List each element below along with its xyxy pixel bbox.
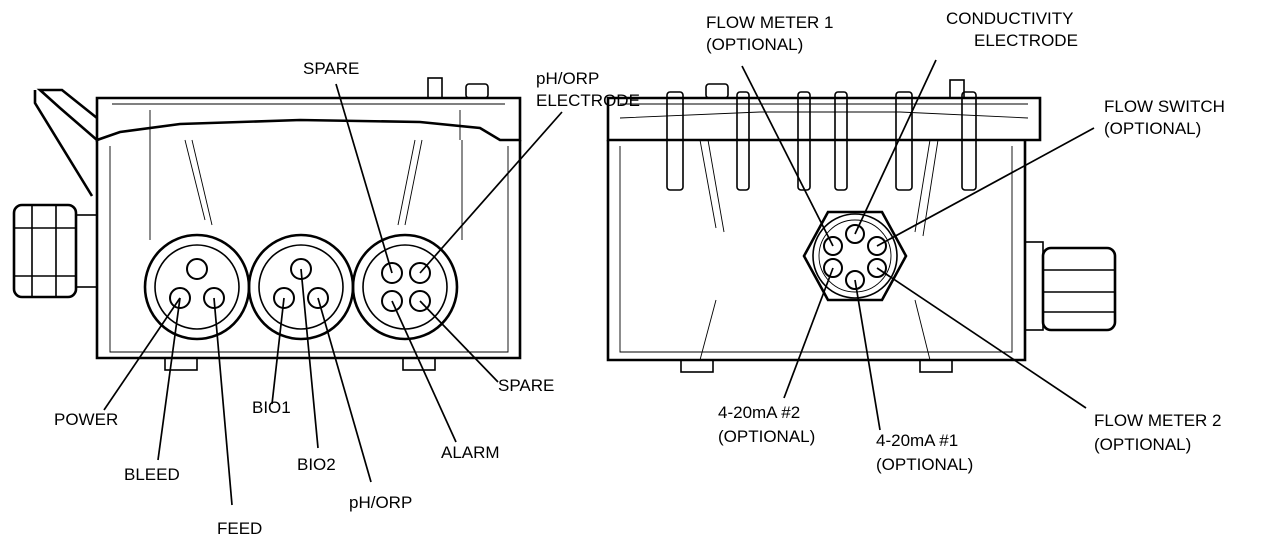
label-ma2-a: 4-20mA #2 [718,403,800,422]
left-leader-lines [103,83,563,506]
label-ph-orp-electrode-1: pH/ORP [536,69,599,88]
label-alarm: ALARM [441,443,500,462]
label-power: POWER [54,410,118,429]
label-flow-meter-1-a: FLOW METER 1 [706,13,834,32]
label-conductivity-b: ELECTRODE [974,31,1078,50]
label-ma1-b: (OPTIONAL) [876,455,973,474]
label-flow-switch-b: (OPTIONAL) [1104,119,1201,138]
right-leader-lines [741,59,1095,431]
label-spare-top: SPARE [303,59,359,78]
label-flow-meter-2-b: (OPTIONAL) [1094,435,1191,454]
label-ph-orp: pH/ORP [349,493,412,512]
power-port-top [186,258,208,280]
label-flow-meter-1-b: (OPTIONAL) [706,35,803,54]
label-ph-orp-electrode-2: ELECTRODE [536,91,640,110]
right-labels: FLOW METER 1 (OPTIONAL) CONDUCTIVITY ELE… [706,9,1225,474]
label-conductivity-a: CONDUCTIVITY [946,9,1074,28]
label-bio2: BIO2 [297,455,336,474]
label-feed: FEED [217,519,262,538]
label-ma1-a: 4-20mA #1 [876,431,958,450]
label-spare-right: SPARE [498,376,554,395]
left-labels: SPARE pH/ORP ELECTRODE SPARE POWER BIO1 … [54,59,640,538]
label-bleed: BLEED [124,465,180,484]
label-bio1: BIO1 [252,398,291,417]
label-flow-meter-2-a: FLOW METER 2 [1094,411,1222,430]
label-ma2-b: (OPTIONAL) [718,427,815,446]
right-enclosure [606,79,1117,373]
label-flow-switch-a: FLOW SWITCH [1104,97,1225,116]
